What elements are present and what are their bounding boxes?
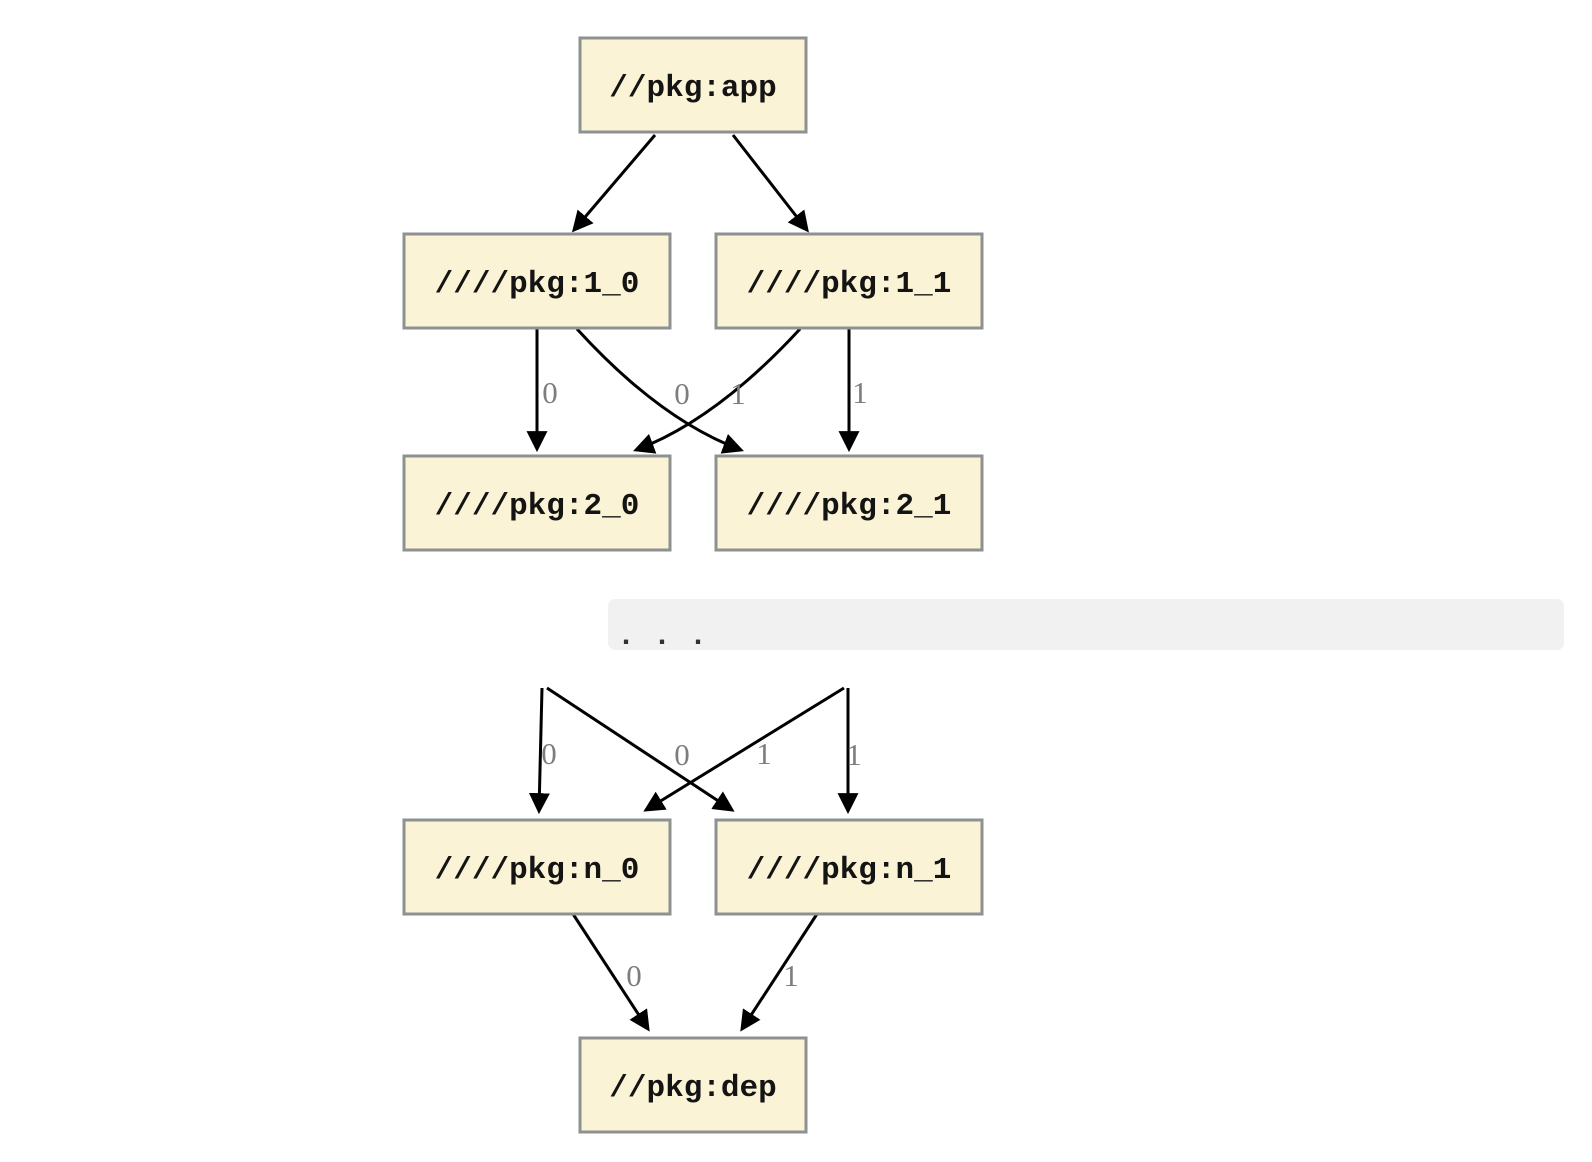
ellipsis-text: . . . [617, 620, 707, 654]
node-pkg-1_0-label: ////pkg:1_0 [435, 267, 640, 302]
edge-label-cross-to-n_1: 1 [756, 736, 772, 771]
node-app: //pkg:app [578, 36, 808, 134]
node-pkg-2_1-label: ////pkg:2_1 [747, 489, 952, 524]
node-pkg-1_1-label: ////pkg:1_1 [747, 267, 952, 302]
node-pkg-n_1-box [714, 818, 984, 916]
node-pkg-2_1: ////pkg:2_1 [714, 454, 984, 552]
edge-1_1-to-2_0 [633, 327, 802, 454]
ellipsis-band: . . . [608, 599, 1564, 654]
edge-n_0-to-dep [571, 913, 650, 1032]
edge-label-n_1-to-dep: 1 [783, 958, 799, 993]
edge-label-1_1-to-2_1: 1 [852, 375, 868, 410]
edge-app-to-1_1 [731, 134, 809, 233]
edge-app-to-1_0 [571, 134, 657, 233]
edge-label-1_1-to-2_0: 0 [674, 376, 690, 411]
node-dep-box [578, 1036, 808, 1134]
node-pkg-1_0-box [402, 232, 672, 330]
node-pkg-1_1: ////pkg:1_1 [714, 232, 984, 330]
edge-ellipsis-to-n_0 [528, 687, 550, 815]
node-pkg-2_0-label: ////pkg:2_0 [435, 489, 640, 524]
edge-ellipsis-cross-to-n_0 [643, 686, 845, 812]
node-pkg-n_0-label: ////pkg:n_0 [435, 853, 640, 888]
edge-label-ellipsis-to-n_0: 0 [541, 736, 557, 771]
node-pkg-2_1-box [714, 454, 984, 552]
edge-n_1-to-dep [740, 913, 819, 1032]
node-pkg-n_1-label: ////pkg:n_1 [747, 853, 952, 888]
edge-label-ellipsis-to-n_1: 1 [846, 737, 862, 772]
edge-label-1_0-to-2_0: 0 [542, 375, 558, 410]
node-pkg-2_0: ////pkg:2_0 [402, 454, 672, 552]
node-dep-label: //pkg:dep [609, 1071, 776, 1106]
node-app-label: //pkg:app [609, 71, 776, 106]
node-pkg-1_0: ////pkg:1_0 [402, 232, 672, 330]
node-pkg-2_0-box [402, 454, 672, 552]
node-dep: //pkg:dep [578, 1036, 808, 1134]
edge-label-n_0-to-dep: 0 [626, 958, 642, 993]
edge-label-1_0-to-2_1: 1 [730, 376, 746, 411]
ellipsis-band-background [608, 599, 1564, 650]
edge-1_0-to-2_1 [575, 327, 744, 454]
node-app-box [578, 36, 808, 134]
node-pkg-n_1: ////pkg:n_1 [714, 818, 984, 916]
edge-label-cross-to-n_0: 0 [674, 737, 690, 772]
edge-ellipsis-cross-to-n_1 [546, 686, 735, 812]
node-pkg-n_0-box [402, 818, 672, 916]
node-pkg-n_0: ////pkg:n_0 [402, 818, 672, 916]
node-pkg-1_1-box [714, 232, 984, 330]
